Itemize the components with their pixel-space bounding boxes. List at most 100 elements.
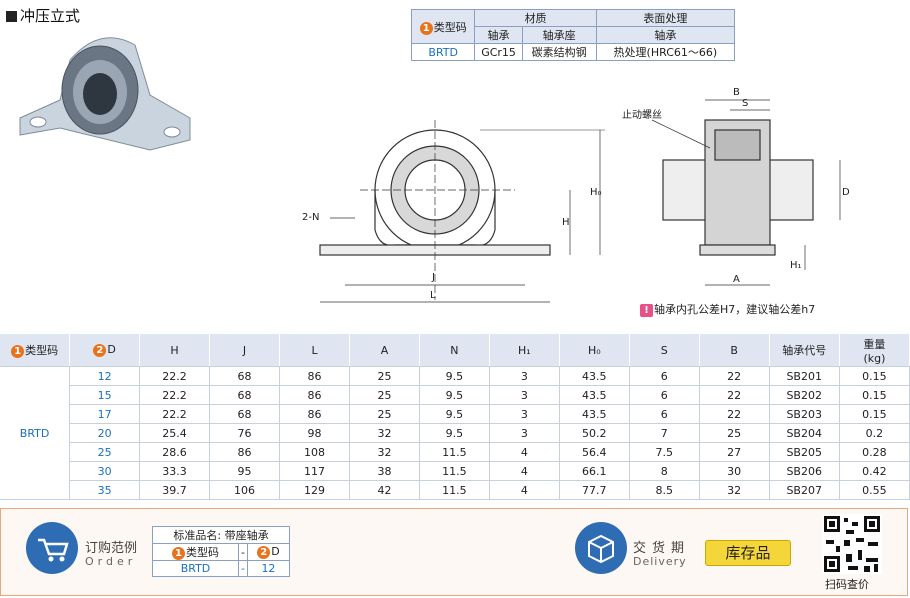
table-cell: 30 bbox=[69, 461, 140, 481]
spec-header-cell: H₀ bbox=[559, 334, 630, 367]
dim-h0-label: H₀ bbox=[590, 187, 602, 198]
seat-material-value: 碳素结构钢 bbox=[521, 43, 597, 61]
table-cell: 56.4 bbox=[559, 442, 630, 462]
table-cell: 11.5 bbox=[419, 480, 490, 500]
table-cell: 8 bbox=[629, 461, 700, 481]
table-cell: 32 bbox=[349, 423, 420, 443]
table-cell: 98 bbox=[279, 423, 351, 443]
table-cell: 106 bbox=[209, 480, 281, 500]
note-icon: ! bbox=[640, 304, 653, 317]
table-cell: 3 bbox=[489, 385, 560, 405]
table-cell: 3 bbox=[489, 366, 560, 386]
table-cell: 17 bbox=[69, 404, 140, 424]
surface-value: 热处理(HRC61～66) bbox=[595, 43, 736, 61]
table-cell: 25 bbox=[349, 385, 420, 405]
table-cell: 35 bbox=[69, 480, 140, 500]
table-cell: SB207 bbox=[769, 480, 840, 500]
badge-1-icon: 1 bbox=[171, 547, 185, 560]
spec-header-cell: 重量 (kg) bbox=[839, 334, 910, 367]
spec-header-cell: N bbox=[419, 334, 490, 367]
qr-code-icon[interactable] bbox=[822, 514, 882, 574]
table-cell: 4 bbox=[489, 442, 560, 462]
table-cell: 0.15 bbox=[839, 366, 910, 386]
order-dash-value: - bbox=[237, 560, 248, 577]
table-cell: 22.2 bbox=[139, 404, 211, 424]
bearing-material-value: GCr15 bbox=[474, 43, 523, 61]
surface-sub-header: 轴承 bbox=[595, 26, 736, 44]
badge-2-icon: 2 bbox=[257, 546, 271, 559]
table-cell: 86 bbox=[279, 404, 351, 424]
table-cell: 22 bbox=[699, 385, 770, 405]
table-cell: 20 bbox=[69, 423, 140, 443]
table-cell: 25 bbox=[349, 404, 420, 424]
table-cell: 3 bbox=[489, 404, 560, 424]
table-cell: SB203 bbox=[769, 404, 840, 424]
table-cell: 8.5 bbox=[629, 480, 700, 500]
table-cell: 9.5 bbox=[419, 385, 490, 405]
table-cell: 30 bbox=[699, 461, 770, 481]
table-cell: 22 bbox=[699, 366, 770, 386]
tolerance-note: !轴承内孔公差H7，建议轴公差h7 bbox=[640, 301, 815, 317]
table-cell: 43.5 bbox=[559, 366, 630, 386]
order-dash: - bbox=[237, 543, 248, 561]
spec-header-cell: J bbox=[209, 334, 281, 367]
table-cell: 95 bbox=[209, 461, 281, 481]
table-cell: 68 bbox=[209, 385, 281, 405]
dim-a-label: A bbox=[733, 274, 740, 285]
table-cell: 11.5 bbox=[419, 442, 490, 462]
table-cell: 129 bbox=[279, 480, 351, 500]
table-cell: SB201 bbox=[769, 366, 840, 386]
surface-header: 表面处理 bbox=[595, 9, 736, 27]
order-type-value: BRTD bbox=[152, 560, 239, 577]
table-cell: 0.55 bbox=[839, 480, 910, 500]
table-cell: 22 bbox=[699, 404, 770, 424]
table-cell: 68 bbox=[209, 404, 281, 424]
scan-caption: 扫码查价 bbox=[825, 578, 869, 591]
table-cell: 6 bbox=[629, 366, 700, 386]
page-title: 冲压立式 bbox=[6, 5, 80, 26]
table-cell: 86 bbox=[209, 442, 281, 462]
material-header: 材质 bbox=[474, 9, 597, 27]
side-view bbox=[651, 99, 841, 286]
technical-drawing: J L H H₀ 2-N B S A D H₁ 止动螺丝 bbox=[19, 37, 850, 303]
dim-j-label: J bbox=[431, 272, 435, 283]
table-cell: 25 bbox=[349, 366, 420, 386]
table-cell: 0.15 bbox=[839, 404, 910, 424]
badge-1-icon: 1 bbox=[419, 21, 433, 35]
table-cell: 0.2 bbox=[839, 423, 910, 443]
bearing-header: 轴承 bbox=[474, 26, 523, 44]
dim-2n-label: 2-N bbox=[302, 212, 319, 223]
table-cell: 32 bbox=[349, 442, 420, 462]
table-cell: 50.2 bbox=[559, 423, 630, 443]
table-cell: 86 bbox=[279, 366, 351, 386]
table-cell: 66.1 bbox=[559, 461, 630, 481]
table-cell: 9.5 bbox=[419, 366, 490, 386]
delivery-subtitle: Delivery bbox=[633, 555, 687, 568]
table-cell: 9.5 bbox=[419, 423, 490, 443]
table-cell: 22.2 bbox=[139, 385, 211, 405]
table-cell: 11.5 bbox=[419, 461, 490, 481]
dim-b-label: B bbox=[733, 87, 740, 98]
table-cell: 33.3 bbox=[139, 461, 211, 481]
table-cell: 3 bbox=[489, 423, 560, 443]
order-title: 订购范例 bbox=[85, 541, 138, 556]
spec-header-cell: 轴承代号 bbox=[769, 334, 840, 367]
table-cell: 0.28 bbox=[839, 442, 910, 462]
spec-header-cell: A bbox=[349, 334, 420, 367]
table-cell: 28.6 bbox=[139, 442, 211, 462]
dim-h1-label: H₁ bbox=[790, 260, 802, 271]
